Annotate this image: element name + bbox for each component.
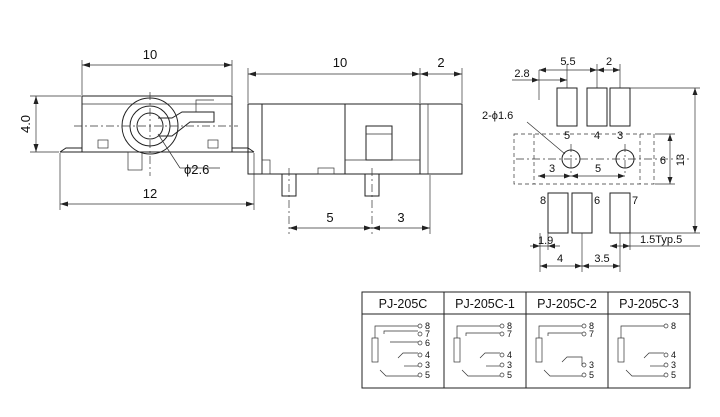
- pj205c3-pin-2: 4: [671, 350, 676, 360]
- pj205c-pin-5: 3: [425, 360, 430, 370]
- table-header-3: PJ-205C-2: [537, 297, 597, 311]
- pj205c2-pin-2: 7: [589, 329, 594, 339]
- fp-top-right-label: 2: [606, 56, 612, 68]
- front-height-label: 4.0: [18, 115, 33, 133]
- table-header-4: PJ-205C-3: [619, 297, 679, 311]
- fp-height-label: 6: [660, 155, 666, 167]
- pin-number-bottom-2: 6: [594, 195, 600, 207]
- fp-pad-width-label: 1.5Typ.5: [640, 234, 682, 246]
- schematic-pj205c-1: 8 7 4 3 5: [453, 321, 512, 380]
- schematic-pj205c-3: 8 4 3 5: [617, 321, 676, 380]
- pj205c1-pin-5: 5: [507, 370, 512, 380]
- side-pin-spacing-label: 3: [397, 210, 404, 225]
- pj205c1-pin-2: 7: [507, 329, 512, 339]
- pj205c1-pin-4: 3: [507, 360, 512, 370]
- pj205c2-pin-3: 3: [589, 360, 594, 370]
- fp-bottom-right-label: 3.5: [594, 253, 609, 265]
- pj205c-pin-6: 5: [425, 370, 430, 380]
- pj205c-pin-4: 4: [425, 350, 430, 360]
- side-view: 10 2 5 3: [247, 55, 463, 234]
- pj205c3-pin-3: 3: [671, 360, 676, 370]
- pin-number-top-2: 4: [594, 130, 600, 142]
- pin-number-top-3: 3: [617, 130, 623, 142]
- pj205c2-pin-4: 5: [589, 370, 594, 380]
- pj205c1-pin-3: 4: [507, 350, 512, 360]
- fp-hole-label: 2-ϕ1.6: [482, 110, 513, 122]
- pj205c1-pin-1: 8: [507, 321, 512, 331]
- pj205c2-pin-1: 8: [589, 321, 594, 331]
- table-header-2: PJ-205C-1: [455, 297, 515, 311]
- pj205c-pin-1: 8: [425, 321, 430, 331]
- side-front-label: 2: [437, 55, 444, 70]
- side-body: [247, 103, 463, 175]
- fp-mid-left-label: 3: [549, 163, 555, 175]
- fp-mid-right-label: 5: [595, 163, 601, 175]
- front-view: 10 4.0 12 ϕ2.6: [18, 47, 255, 210]
- table-header-1: PJ-205C: [379, 297, 428, 311]
- schematic-pj205c-2: 8 7 3 5: [535, 321, 594, 380]
- pin-number-bottom-3: 7: [632, 195, 638, 207]
- front-bottom-width-label: 12: [143, 186, 157, 201]
- pj205c-pin-2: 7: [425, 329, 430, 339]
- top-pads: [556, 87, 631, 127]
- pj205c3-pin-4: 5: [671, 370, 676, 380]
- bottom-pads: [547, 192, 631, 234]
- fp-total-height-label: 13: [675, 154, 687, 166]
- pin-number-bottom-1: 8: [540, 195, 546, 207]
- schematic-table: PJ-205C PJ-205C-1 PJ-205C-2 PJ-205C-3 8 …: [361, 291, 691, 389]
- side-length-label: 10: [333, 55, 347, 70]
- fp-top-left-label: 2.8: [514, 68, 529, 80]
- pj205c3-pin-1: 8: [671, 321, 676, 331]
- front-hole-label: ϕ2.6: [184, 162, 209, 177]
- pcb-footprint: 5 4 3 8 6 7 5.5 2 2.8 2-ϕ1.6 3 5: [482, 56, 700, 272]
- fp-top-spacing-label: 5.5: [560, 56, 575, 68]
- fp-bottom-left-label: 1.9: [538, 235, 553, 247]
- pin-number-top-1: 5: [564, 130, 570, 142]
- front-width-label: 10: [143, 47, 157, 62]
- schematic-pj205c: 8 7 6 4 3 5: [371, 321, 430, 380]
- front-body: [81, 95, 233, 153]
- fp-bottom-spacing-label: 4: [557, 253, 563, 265]
- pj205c-pin-3: 6: [425, 338, 430, 348]
- side-pin-offset-label: 5: [326, 210, 333, 225]
